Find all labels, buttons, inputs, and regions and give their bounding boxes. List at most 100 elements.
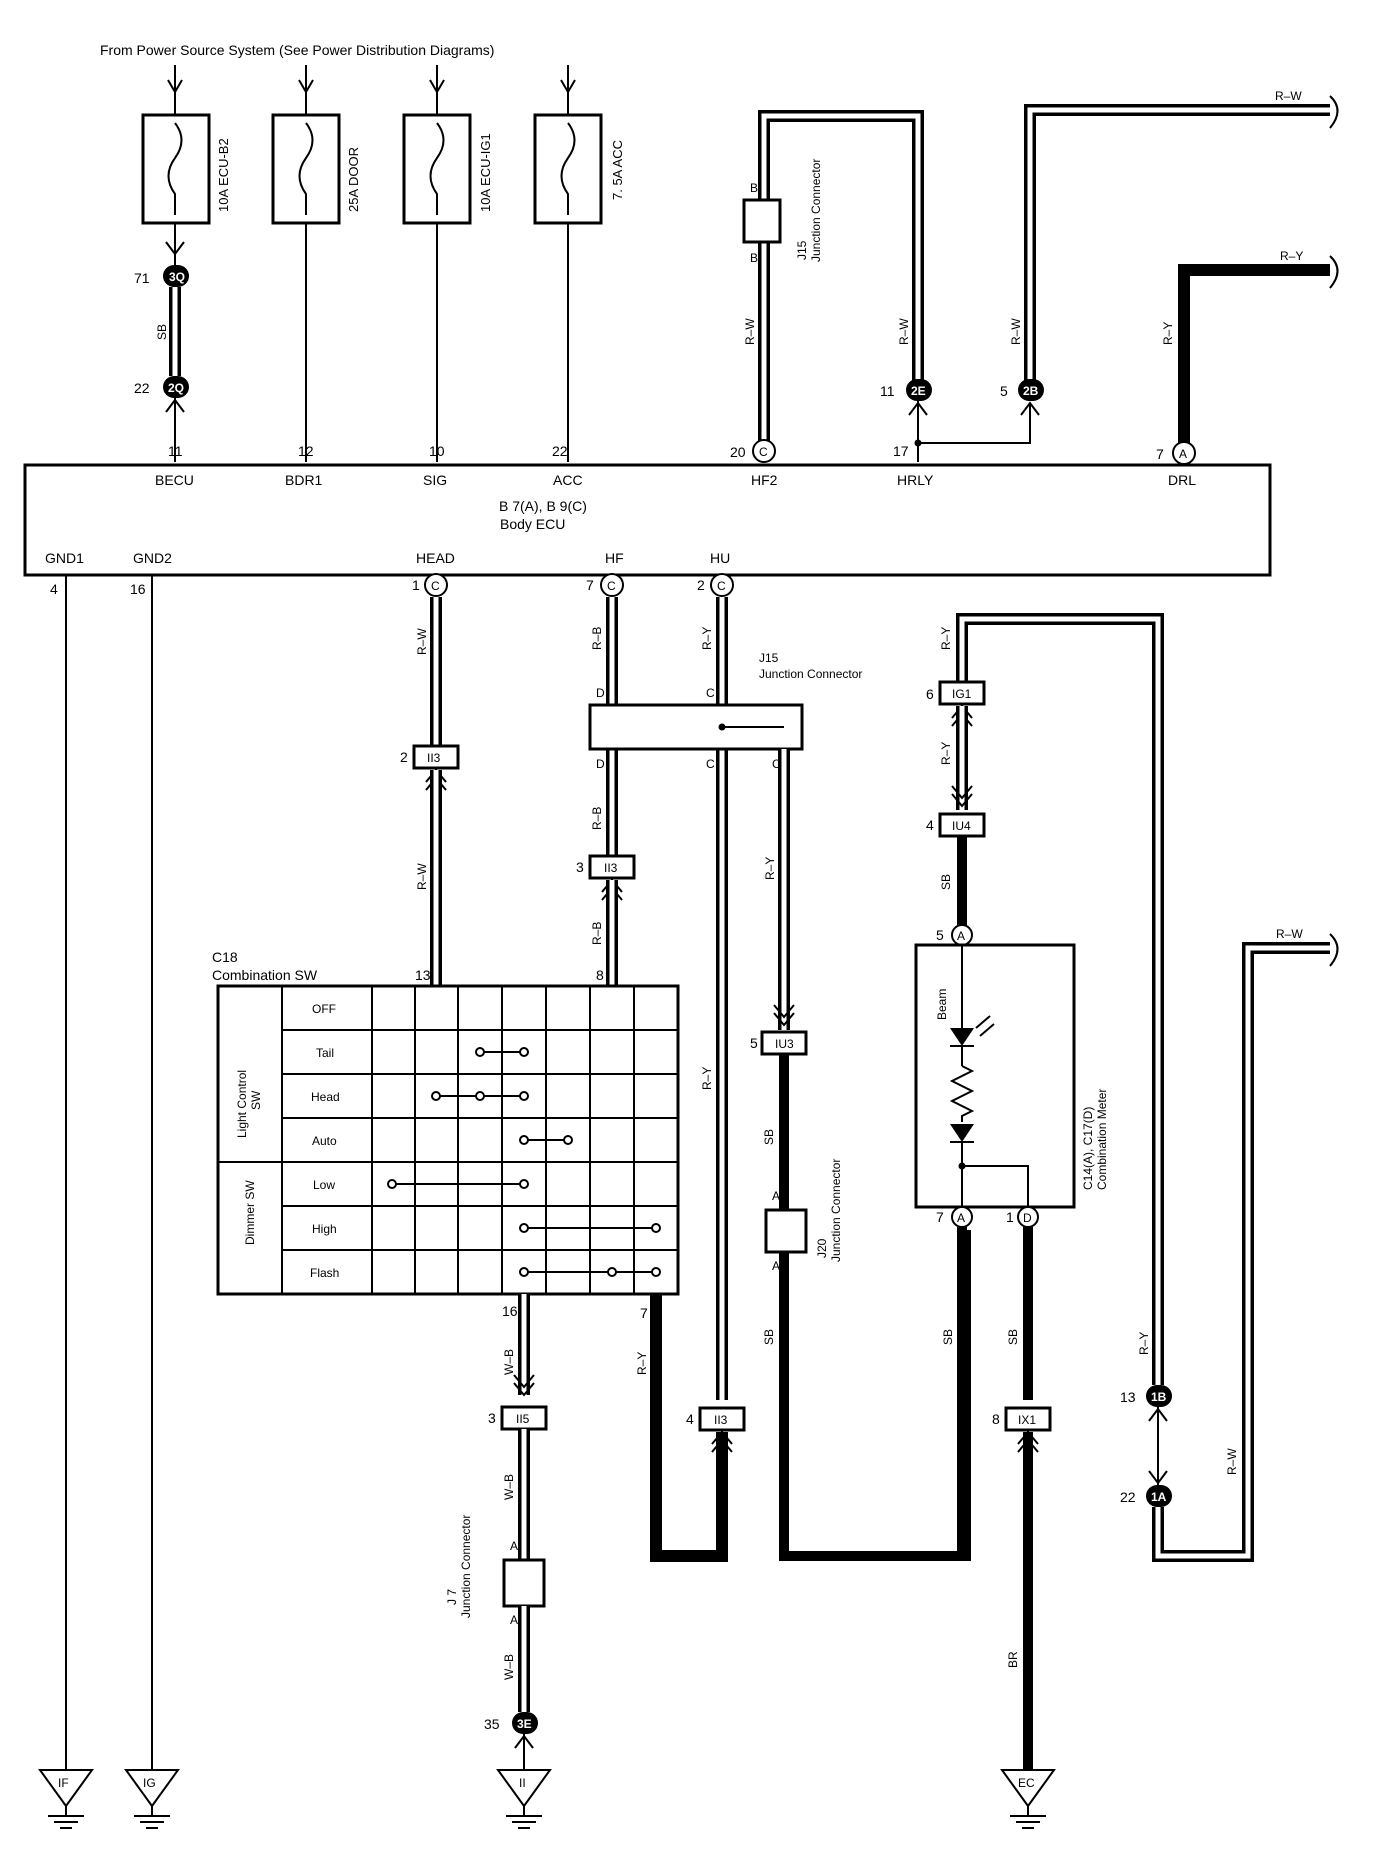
svg-text:3: 3 [576,859,584,875]
svg-text:B: B [750,251,758,265]
svg-text:HRLY: HRLY [897,472,934,488]
svg-text:HF: HF [605,550,624,566]
svg-text:10A ECU-B2: 10A ECU-B2 [216,138,231,212]
combination-meter: Beam C14(A), C17(D) Combination Meter A … [914,943,1109,1228]
svg-text:IU3: IU3 [775,1037,794,1051]
svg-text:5: 5 [750,1035,758,1051]
svg-text:SB: SB [762,1329,776,1345]
svg-text:High: High [312,1222,337,1236]
svg-text:A: A [510,1539,518,1553]
svg-text:C: C [706,757,715,771]
svg-text:A: A [957,929,965,943]
svg-text:8: 8 [992,1411,1000,1427]
svg-text:R–W: R–W [415,863,429,890]
svg-text:1: 1 [412,577,420,593]
svg-text:A: A [957,1211,965,1225]
gnd1-wire: 4 [50,575,67,1770]
svg-text:6: 6 [926,686,934,702]
hf-wire: C 7 R–B R–B II3 3 R–B [576,573,636,985]
svg-text:13: 13 [415,967,431,983]
svg-text:5: 5 [936,927,944,943]
svg-text:4: 4 [686,1411,694,1427]
svg-text:W–B: W–B [502,1474,516,1500]
svg-text:R–Y: R–Y [1137,1332,1151,1355]
svg-text:7: 7 [1156,446,1164,462]
svg-text:C14(A), C17(D): C14(A), C17(D) [1081,1107,1095,1190]
svg-text:W–B: W–B [502,1654,516,1680]
svg-text:IX1: IX1 [1018,1413,1036,1427]
svg-text:SIG: SIG [423,472,447,488]
svg-text:IG: IG [143,1776,156,1790]
svg-text:II5: II5 [516,1412,530,1426]
svg-text:4: 4 [50,581,58,597]
svg-text:7: 7 [586,577,594,593]
svg-text:R–W: R–W [1009,318,1023,345]
svg-text:R–W: R–W [1275,89,1302,103]
svg-text:R–Y: R–Y [635,1352,649,1375]
svg-text:J15: J15 [759,651,779,665]
power-source-note: From Power Source System (See Power Dist… [100,42,494,58]
svg-text:4: 4 [926,817,934,833]
svg-text:HEAD: HEAD [416,550,455,566]
svg-text:22: 22 [552,443,568,459]
svg-text:II: II [519,1776,526,1790]
svg-text:R–B: R–B [590,627,604,650]
svg-text:R–B: R–B [590,807,604,830]
svg-text:35: 35 [484,1716,500,1732]
svg-text:EC: EC [1018,1776,1035,1790]
svg-text:BECU: BECU [155,472,194,488]
svg-text:Light Control: Light Control [235,1070,249,1138]
svg-text:16: 16 [130,581,146,597]
head-wire: C 1 R–W II3 2 R–W [400,573,460,985]
svg-text:HF2: HF2 [751,472,778,488]
svg-text:SW: SW [249,1090,263,1110]
svg-text:17: 17 [893,443,909,459]
ground-ig: IG [124,1769,180,1829]
svg-text:R–W: R–W [1276,927,1303,941]
svg-text:13: 13 [1120,1389,1136,1405]
becu-branch: 3Q 71 SB 2Q 22 [134,241,189,462]
svg-text:OFF: OFF [312,1002,336,1016]
svg-text:22: 22 [134,380,150,396]
svg-text:B 7(A), B 9(C): B 7(A), B 9(C) [499,498,587,514]
svg-text:C18: C18 [212,949,238,965]
svg-text:C: C [607,579,616,593]
svg-text:J20: J20 [815,1238,829,1258]
svg-text:IU4: IU4 [952,819,971,833]
ground-ii: II [496,1769,552,1829]
svg-text:GND1: GND1 [45,550,84,566]
fuse-ecu-b2: 10A ECU-B2 [141,65,231,265]
svg-text:Head: Head [311,1090,340,1104]
svg-text:C: C [431,579,440,593]
svg-text:R–B: R–B [590,922,604,945]
svg-text:Junction Connector: Junction Connector [809,159,823,262]
svg-text:II3: II3 [714,1413,728,1427]
svg-text:Combination Meter: Combination Meter [1095,1089,1109,1190]
svg-text:R–Y: R–Y [1161,322,1175,345]
svg-text:Flash: Flash [310,1266,339,1280]
svg-text:Tail: Tail [316,1046,334,1060]
ground-ec: EC [1000,1769,1056,1829]
svg-text:2Q: 2Q [168,381,184,395]
svg-text:25A DOOR: 25A DOOR [346,147,361,212]
svg-text:IG1: IG1 [952,687,972,701]
drl-wire: R–Y R–Y A 7 [1156,249,1339,465]
svg-text:8: 8 [596,967,604,983]
fuse-acc: 7. 5A ACC [533,65,625,462]
svg-text:BR: BR [1006,1651,1020,1668]
svg-text:10: 10 [429,443,445,459]
iu3-wire: R–Y IU3 5 SB A A J20 Junction Connector … [750,749,971,1561]
svg-text:II3: II3 [604,861,618,875]
svg-text:10A ECU-IG1: 10A ECU-IG1 [478,133,493,212]
hf2-wire: B B J15 Junction Connector R–W C 20 R–W … [730,110,932,463]
combination-switch: C18 Combination SW 13 8 Light Control SW… [212,949,680,1319]
svg-text:5: 5 [1000,383,1008,399]
ry-rw-loop: R–Y 1B 13 1A 22 R–W R–W [1120,927,1339,1562]
svg-text:W–B: W–B [502,1349,516,1375]
svg-text:20: 20 [730,444,746,460]
hu-wire: C 2 R–Y R–Y II3 4 R–Y 7 [635,573,746,1562]
svg-text:J15: J15 [795,240,809,260]
svg-text:R–Y: R–Y [700,627,714,650]
svg-text:11: 11 [880,383,895,399]
